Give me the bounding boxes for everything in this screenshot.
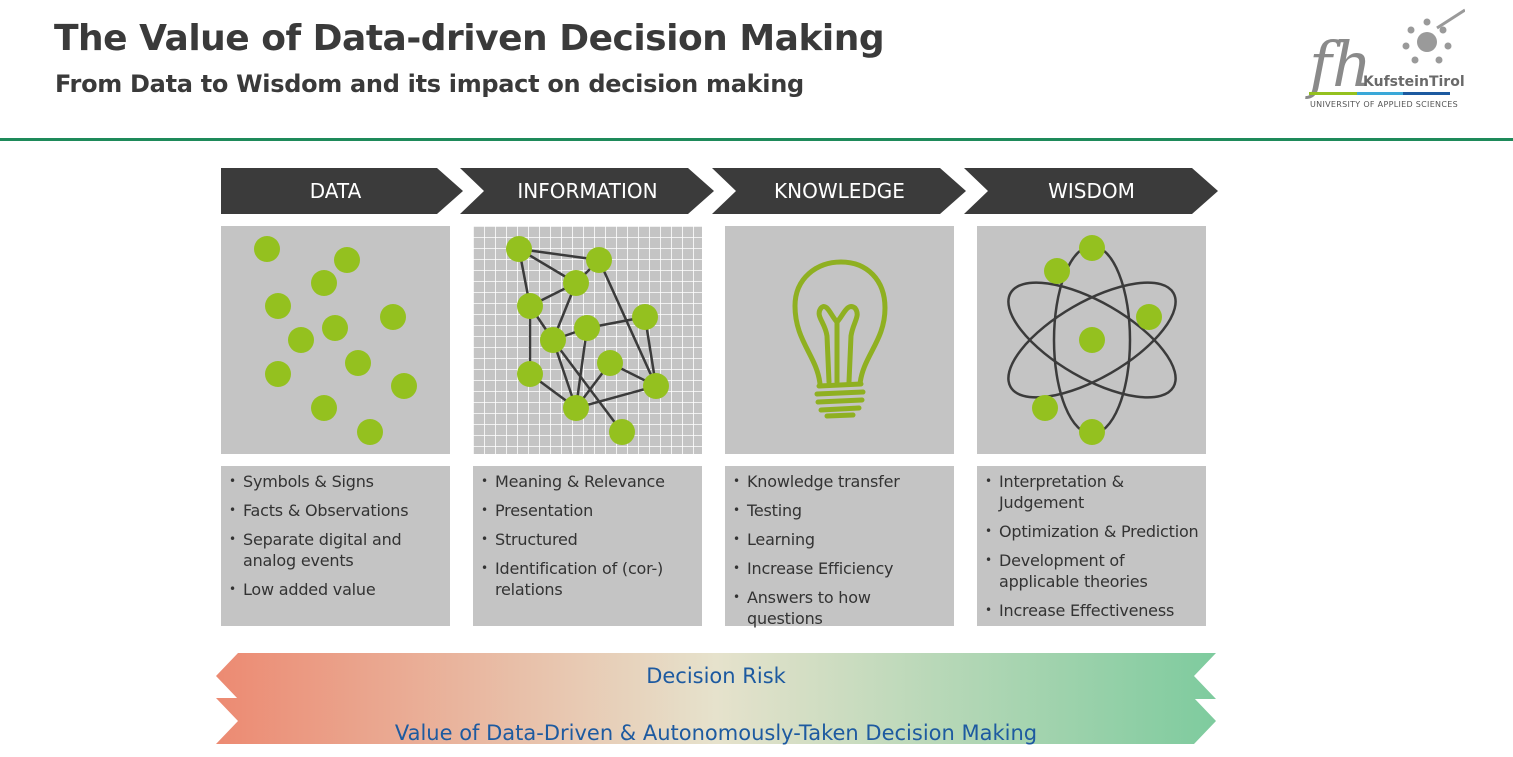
lightbulb-icon [792, 259, 888, 419]
list-item: Learning [733, 529, 948, 550]
information-bullets: Meaning & Relevance Presentation Structu… [473, 466, 702, 626]
stage-header-knowledge [712, 168, 966, 214]
stage-header-data [221, 168, 463, 214]
knowledge-bullets: Knowledge transfer Testing Learning Incr… [725, 466, 954, 629]
decision-risk-band [216, 653, 1216, 699]
list-item: Answers to how questions [733, 587, 948, 629]
header-divider [0, 138, 1513, 141]
data-bullets: Symbols & Signs Facts & Observations Sep… [221, 466, 450, 626]
list-item: Increase Efficiency [733, 558, 948, 579]
stage-header-information [460, 168, 714, 214]
stage-label-wisdom: WISDOM [1048, 179, 1135, 203]
sun-icon [1402, 18, 1452, 64]
logo-tagline: UNIVERSITY OF APPLIED SCIENCES [1310, 100, 1458, 109]
list-item: Low added value [229, 579, 444, 600]
fh-kufstein-logo: fh KufsteinTirol [1305, 8, 1466, 116]
data-illustration [221, 226, 450, 454]
atom-icon [1007, 235, 1177, 445]
value-band-label: Value of Data-Driven & Autonomously-Take… [394, 721, 1038, 745]
list-item: Testing [733, 500, 948, 521]
stage-label-knowledge: KNOWLEDGE [774, 179, 905, 203]
logo-name: KufsteinTirol [1363, 74, 1465, 90]
information-illustration [473, 226, 702, 454]
list-item: Interpretation & Judgement [985, 471, 1200, 513]
stage-label-information: INFORMATION [517, 179, 658, 203]
list-item: Symbols & Signs [229, 471, 444, 492]
logo-fh-mark: fh [1305, 28, 1372, 101]
value-band [216, 698, 1216, 744]
wisdom-illustration [977, 226, 1206, 454]
list-item: Separate digital and analog events [229, 529, 444, 571]
stage-header-wisdom [964, 168, 1218, 214]
list-item: Optimization & Prediction [985, 521, 1200, 542]
stage-label-data: DATA [309, 179, 362, 203]
page-title: The Value of Data-driven Decision Making [54, 18, 885, 59]
list-item: Knowledge transfer [733, 471, 948, 492]
knowledge-illustration [725, 226, 954, 454]
wisdom-bullets: Interpretation & Judgement Optimization … [977, 466, 1206, 626]
list-item: Structured [481, 529, 696, 550]
list-item: Meaning & Relevance [481, 471, 696, 492]
page-subtitle: From Data to Wisdom and its impact on de… [55, 70, 804, 98]
decision-risk-label: Decision Risk [646, 664, 786, 688]
list-item: Identification of (cor-) relations [481, 558, 696, 600]
list-item: Presentation [481, 500, 696, 521]
list-item: Development of applicable theories [985, 550, 1200, 592]
list-item: Facts & Observations [229, 500, 444, 521]
list-item: Increase Effectiveness [985, 600, 1200, 621]
